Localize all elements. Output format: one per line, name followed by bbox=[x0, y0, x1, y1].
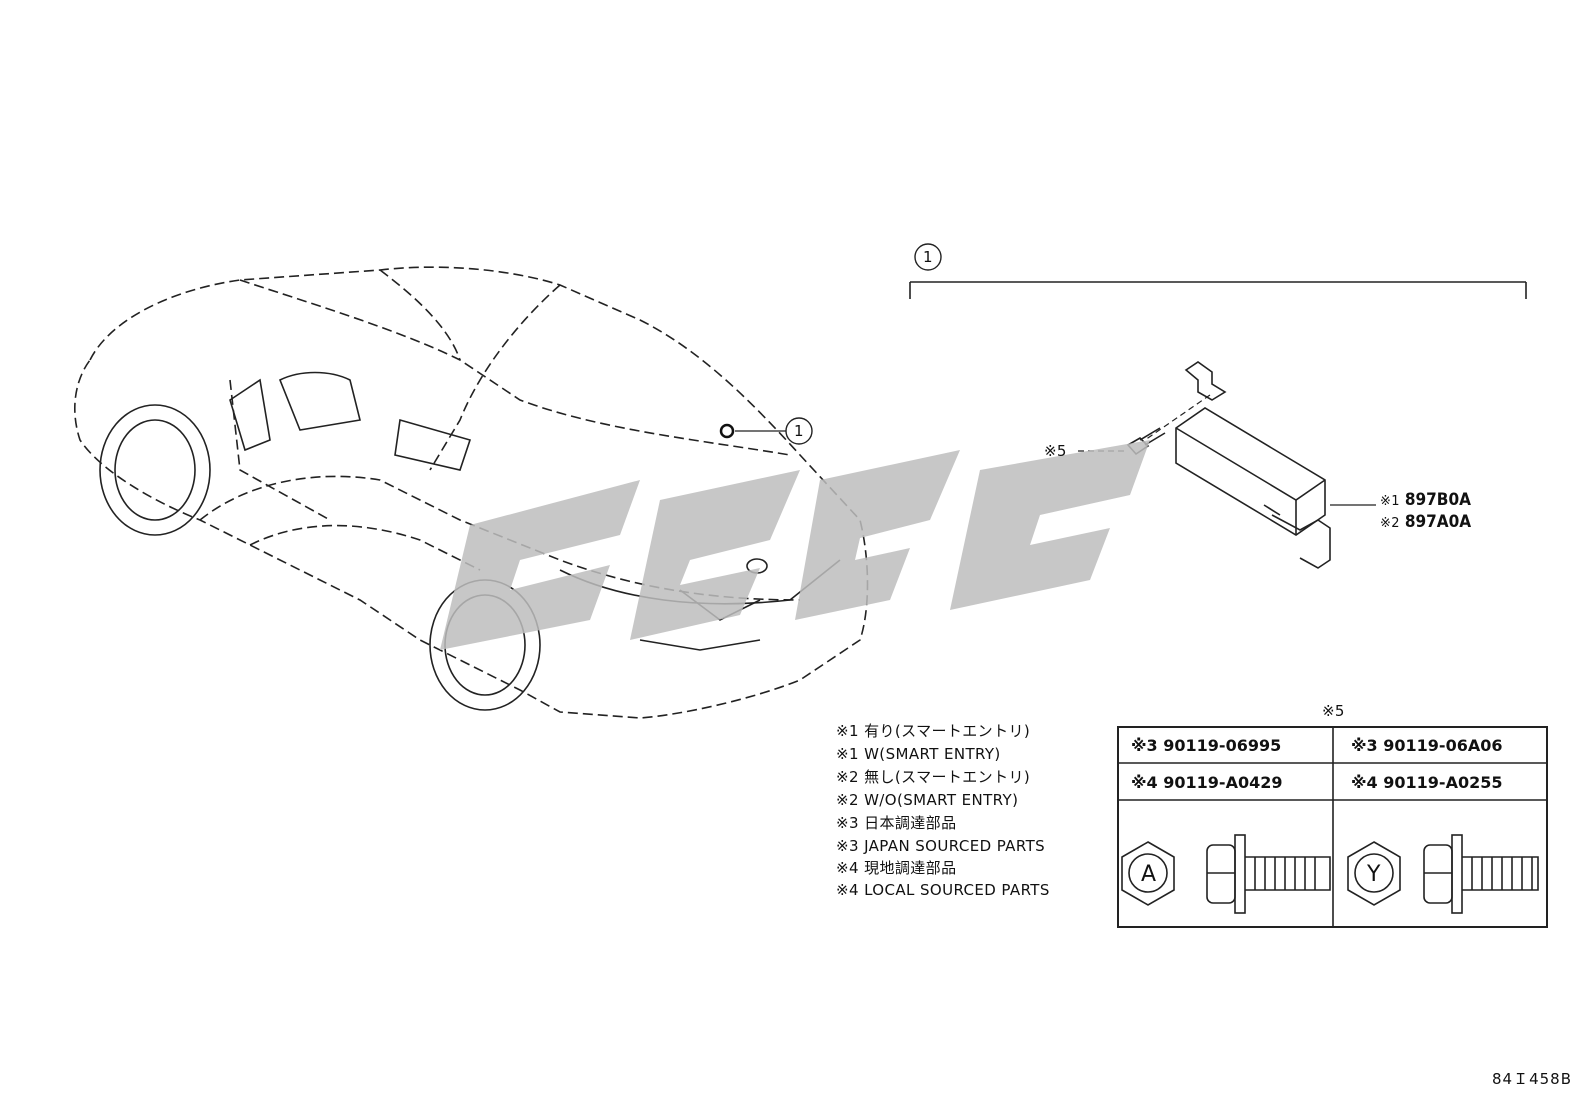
part-mark: ※2 bbox=[1380, 516, 1400, 531]
note-line: ※2 無し(スマートエントリ) bbox=[836, 768, 1031, 786]
part-mark: ※1 bbox=[1380, 494, 1400, 509]
part-number-1: ※1 897B0A bbox=[1380, 490, 1471, 511]
bolt-y-head-letter: Y bbox=[1367, 862, 1381, 887]
bolt-a-row1: ※3 90119-06995 bbox=[1131, 736, 1282, 755]
note-line: ※3 日本調達部品 bbox=[836, 814, 957, 832]
bolt-table: ※3 90119-06995 ※4 90119-A0429 ※3 90119-0… bbox=[1117, 726, 1548, 928]
part-number: 897B0A bbox=[1404, 490, 1471, 510]
illustration-code: 84Ｉ458B bbox=[1491, 1070, 1572, 1088]
bolt-a-head-letter: A bbox=[1141, 862, 1157, 887]
part-callout-number: 1 bbox=[794, 422, 804, 440]
note-line: ※1 有り(スマートエントリ) bbox=[836, 722, 1031, 740]
assembly-bracket bbox=[909, 281, 1527, 299]
receiver-module bbox=[1175, 361, 1331, 569]
note-line: ※4 現地調達部品 bbox=[836, 859, 957, 877]
screw-callout: ※5 bbox=[1044, 442, 1067, 460]
callout-circle-1 bbox=[785, 417, 813, 445]
bolt-table-title: ※5 bbox=[1322, 702, 1345, 720]
assembly-callout-circle bbox=[914, 243, 942, 271]
bolt-y-row1: ※3 90119-06A06 bbox=[1351, 736, 1503, 755]
note-line: ※2 W/O(SMART ENTRY) bbox=[836, 791, 1019, 809]
assembly-callout-number: 1 bbox=[923, 248, 933, 266]
bolt-y-row2: ※4 90119-A0255 bbox=[1351, 773, 1503, 792]
bolt-a-drawing bbox=[1121, 834, 1331, 914]
front-wheel bbox=[99, 404, 211, 536]
part-location-marker bbox=[719, 423, 735, 439]
part-number: 897A0A bbox=[1404, 512, 1472, 532]
bolt-a-row2: ※4 90119-A0429 bbox=[1131, 773, 1283, 792]
watermark bbox=[440, 440, 1150, 650]
note-line: ※1 W(SMART ENTRY) bbox=[836, 745, 1001, 763]
bolt-y-drawing bbox=[1347, 834, 1539, 914]
part-number-2: ※2 897A0A bbox=[1380, 512, 1471, 533]
note-line: ※4 LOCAL SOURCED PARTS bbox=[836, 881, 1050, 899]
note-line: ※3 JAPAN SOURCED PARTS bbox=[836, 837, 1046, 855]
